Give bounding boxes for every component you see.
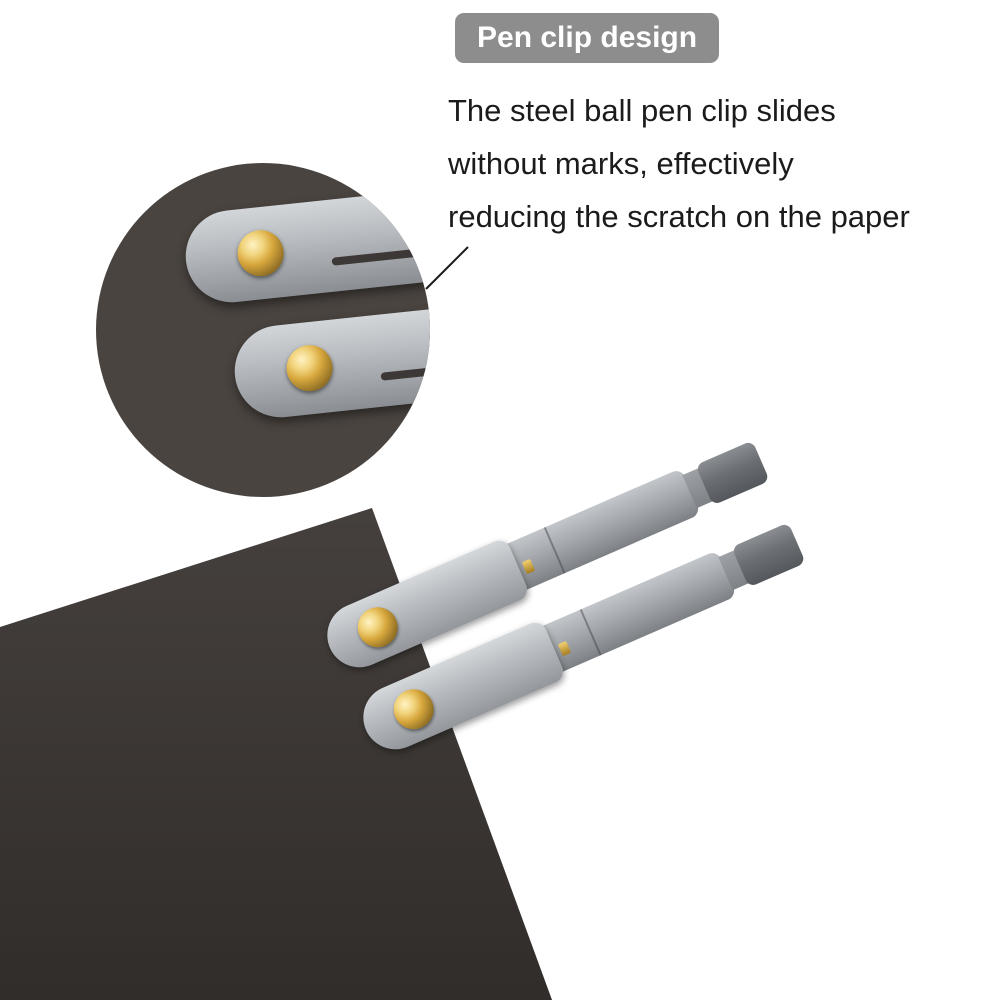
magnified-pen-clip-1 (181, 187, 430, 307)
description-line-1: The steel ball pen clip slides (448, 93, 836, 128)
magnified-pen-clip-2 (230, 300, 430, 422)
title-badge: Pen clip design (455, 13, 720, 63)
clip-slot-1 (331, 242, 430, 266)
pen-1-seam (543, 526, 566, 574)
description-line-2: without marks, effectively (448, 146, 794, 181)
description-text: The steel ball pen clip slides without m… (448, 84, 910, 243)
pen-2-seam (579, 608, 602, 656)
brass-ball-detail-1 (235, 227, 286, 279)
pen-2-clip-ball (387, 682, 441, 736)
brass-ball-detail-2 (284, 342, 335, 394)
clip-slot-2 (380, 357, 430, 381)
description-line-3: reducing the scratch on the paper (448, 199, 910, 234)
zoom-circle-inset (96, 163, 430, 497)
pen-1-clip-ball (351, 600, 405, 654)
